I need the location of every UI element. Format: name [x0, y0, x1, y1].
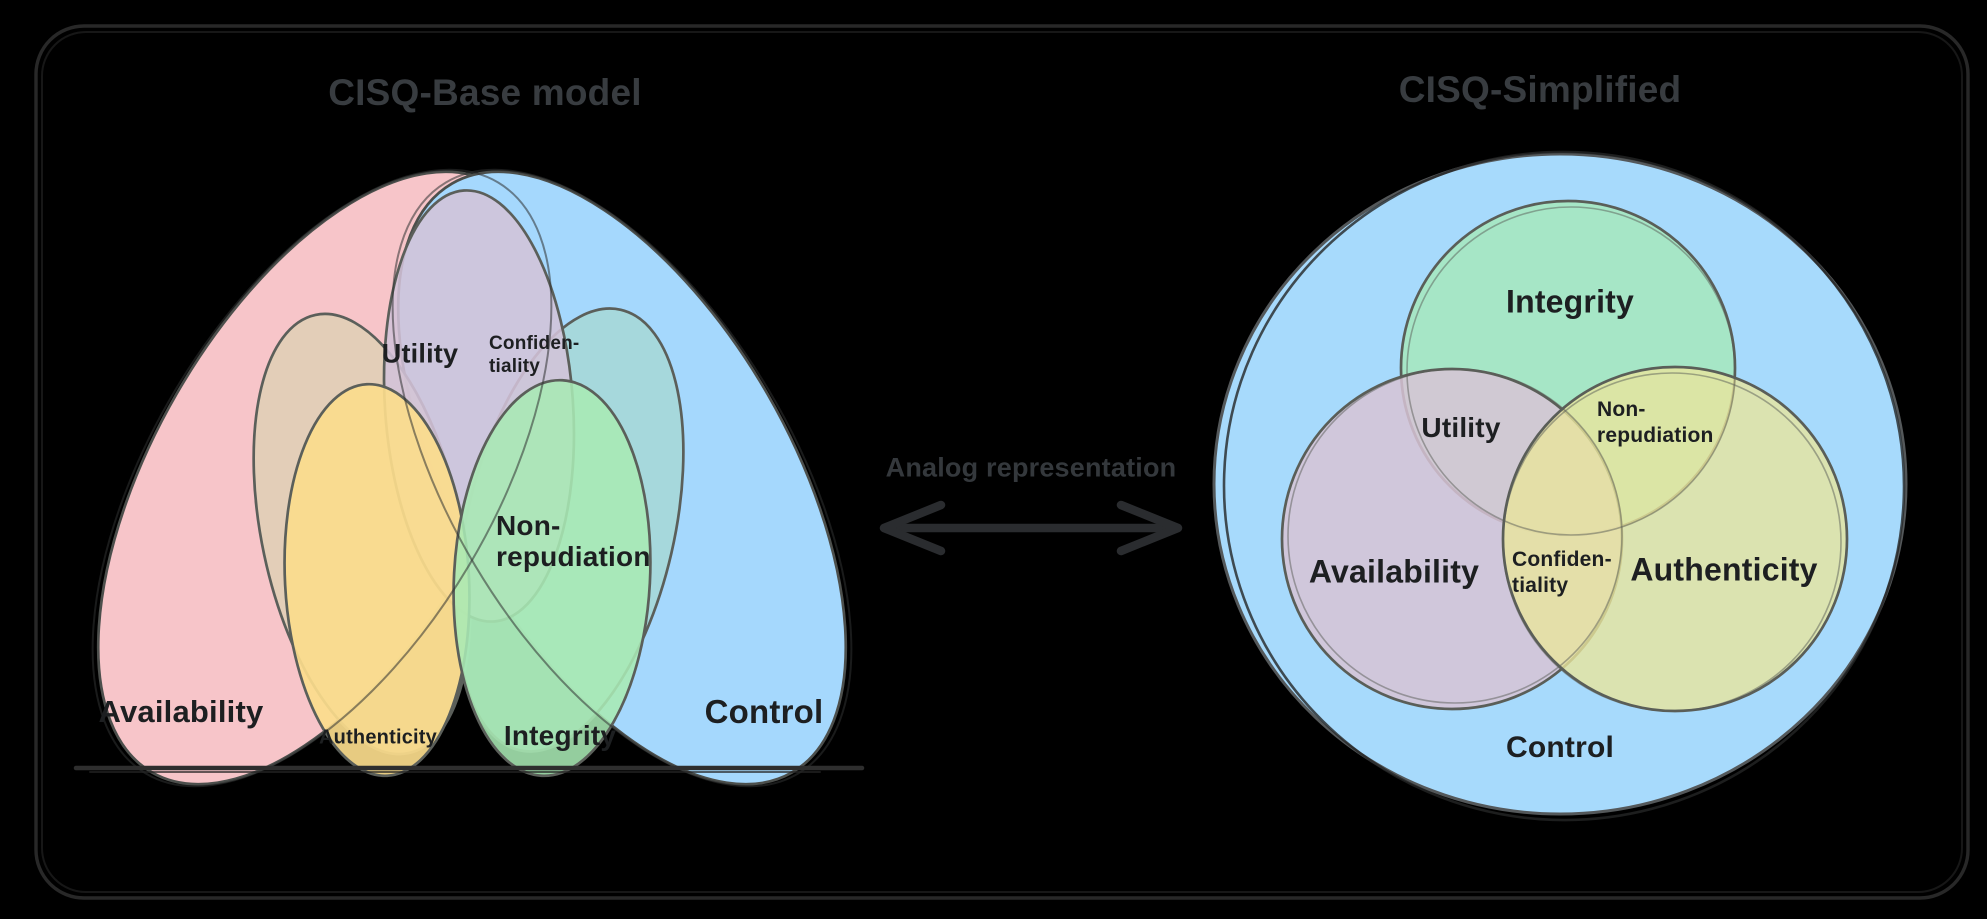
petal-availability-sketch-pass: [91, 168, 553, 788]
analog-representation-label: Analog representation: [885, 452, 1177, 483]
right-venn: [1212, 150, 1908, 822]
left-non-repudiation-line2: repudiation: [496, 541, 651, 572]
circle-authenticity-sketch-pass: [1502, 372, 1842, 712]
right-authenticity-label: Authenticity: [1630, 551, 1818, 588]
left-control-label: Control: [704, 693, 824, 730]
right-non-repudiation-label: Non- repudiation: [1597, 397, 1714, 449]
frame-border-sketch-pass: [41, 31, 1963, 893]
right-title: CISQ-Simplified: [1398, 69, 1682, 110]
petal-integrity: [452, 378, 652, 778]
right-control-label: Control: [1505, 731, 1615, 764]
right-availability-label: Availability: [1308, 553, 1480, 590]
left-confidentiality-label: Confiden- tiality: [489, 332, 579, 378]
left-availability-label: Availability: [98, 694, 264, 729]
circle-availability-sketch-pass: [1287, 368, 1623, 704]
right-confidentiality-line2: tiality: [1512, 574, 1569, 597]
arrow-head-right: [1116, 500, 1183, 556]
left-confidentiality-line1: Confiden-: [489, 333, 580, 354]
circle-integrity-sketch-pass: [1406, 206, 1736, 536]
left-non-repudiation-label: Non- repudiation: [496, 510, 651, 572]
right-non-repudiation-line2: repudiation: [1597, 424, 1714, 447]
right-confidentiality-label: Confiden- tiality: [1512, 547, 1612, 599]
left-authenticity-label: Authenticity: [319, 726, 437, 749]
left-non-repudiation-line1: Non-: [496, 510, 561, 541]
right-confidentiality-line1: Confiden-: [1512, 548, 1612, 571]
left-confidentiality-line2: tiality: [489, 356, 541, 377]
right-integrity-label: Integrity: [1505, 283, 1635, 320]
petal-control-sketch-pass: [391, 168, 853, 788]
frame-border: [34, 24, 1970, 900]
left-flower: [91, 168, 853, 788]
arrow-head-left: [879, 500, 946, 556]
analog-arrow: [879, 500, 1183, 556]
right-utility-label: Utility: [1421, 412, 1501, 443]
right-non-repudiation-line1: Non-: [1597, 398, 1646, 421]
left-utility-label: Utility: [381, 338, 459, 369]
circle-control-sketch-pass: [1222, 150, 1906, 822]
left-title: CISQ-Base model: [328, 72, 642, 113]
left-integrity-label: Integrity: [503, 720, 617, 751]
